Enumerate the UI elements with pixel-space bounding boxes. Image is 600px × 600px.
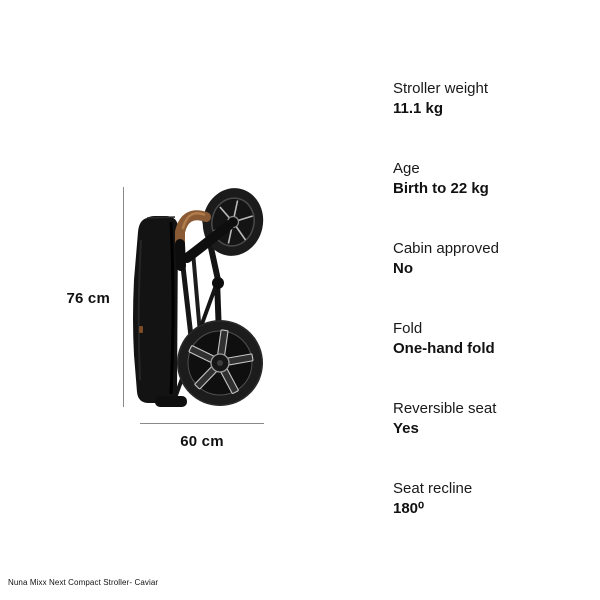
spec-value: 11.1 kg [393,100,444,117]
spec-value: 180⁰ [393,500,425,517]
spec-label: Cabin approved [393,240,499,257]
spec-row: Age Birth to 22 kg [393,159,583,239]
width-dimension-label: 60 cm [180,433,224,450]
spec-value: One-hand fold [393,340,495,357]
height-dimension-label: 76 cm [66,290,110,307]
spec-row: Fold One-hand fold [393,319,583,399]
height-measure-line [123,187,124,407]
product-caption: Nuna Mixx Next Compact Stroller- Caviar [8,578,159,587]
width-measure-line [140,423,264,424]
fabric-tag [139,326,143,333]
spec-label: Stroller weight [393,80,489,97]
rear-wheel [177,320,263,406]
stroller-product-image [133,188,264,407]
spec-label: Seat recline [393,480,473,497]
spec-label: Fold [393,320,423,337]
spec-value: Birth to 22 kg [393,180,489,197]
spec-row: Reversible seat Yes [393,399,583,479]
spec-value: No [393,260,413,277]
spec-row: Cabin approved No [393,239,583,319]
spec-list: Stroller weight 11.1 kg Age Birth to 22 … [393,79,583,559]
handlebar [175,210,211,271]
spec-label: Age [393,160,420,177]
spec-row: Seat recline 180⁰ [393,479,583,559]
spec-label: Reversible seat [393,400,497,417]
spec-row: Stroller weight 11.1 kg [393,79,583,159]
spec-value: Yes [393,420,419,437]
